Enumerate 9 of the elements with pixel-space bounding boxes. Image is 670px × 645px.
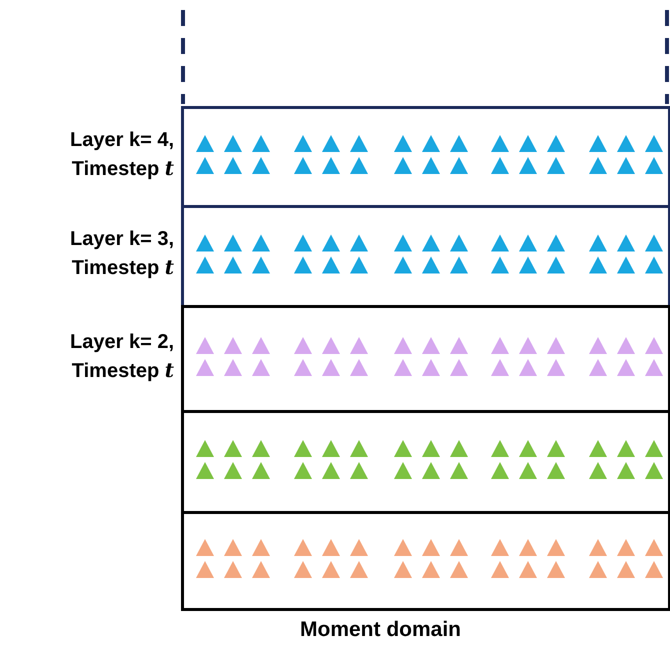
layer-box [181, 305, 670, 413]
layer-box [181, 511, 670, 611]
axis-caption: Moment domain [300, 618, 461, 642]
layer-label: Layer k= 2, Timestep t [69, 330, 174, 384]
layer-box [181, 106, 670, 208]
layer-box [181, 410, 670, 514]
layer-label: Layer k= 4, Timestep t [69, 128, 174, 182]
layer-label: Layer k= 3, Timestep t [69, 227, 174, 281]
layer-box [181, 205, 670, 308]
